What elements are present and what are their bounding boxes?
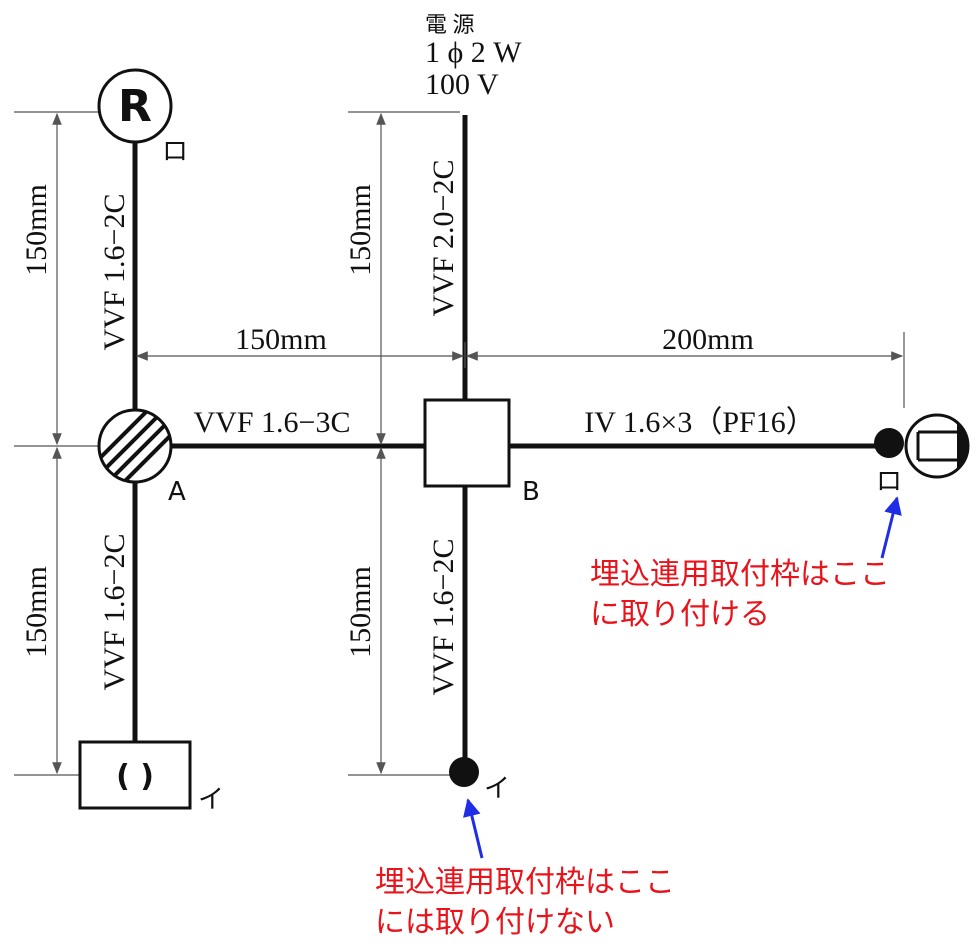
cable-label-b-to-source: VVF 2.0−2C	[427, 160, 460, 317]
power-source-voltage: 100 V	[425, 68, 499, 101]
junction-box-tag: B	[522, 477, 540, 507]
cable-label-b-to-ro: IV 1.6×3（PF16）	[584, 406, 815, 439]
switch-ro	[874, 428, 904, 458]
power-source-phase: 1 ϕ 2 W	[425, 36, 522, 69]
junction-box-b	[423, 398, 511, 488]
outlet-ro	[904, 413, 970, 479]
power-source-title: 電 源	[425, 12, 475, 37]
note-attach-line1: 埋込連用取付枠はここ	[590, 557, 890, 592]
outlet-ro-tag: ロ	[876, 467, 902, 496]
dim-label-left-lower: 150mm	[20, 566, 53, 658]
cable-label-b-to-i: VVF 1.6−2C	[427, 539, 460, 696]
switch-i	[449, 757, 479, 787]
dim-label-left-upper: 150mm	[20, 184, 53, 276]
cable-label-a-to-i: VVF 1.6−2C	[98, 534, 131, 691]
pull-switch-symbol: ( )	[116, 759, 154, 794]
annotation-attach-here: 埋込連用取付枠はここ に取り付ける	[590, 496, 902, 632]
pull-switch-tag: イ	[198, 785, 224, 814]
lamp-a	[97, 408, 173, 484]
dim-label-center-upper: 150mm	[344, 184, 377, 276]
receptacle-r: R	[97, 68, 173, 144]
receptacle-r-tag: ロ	[162, 137, 188, 166]
note-not-line2: には取り付けない	[375, 905, 615, 940]
lamp-a-tag: A	[168, 477, 186, 507]
pull-switch-i: ( )	[78, 740, 192, 810]
dim-label-center-lower: 150mm	[344, 566, 377, 658]
annotation-not-here: 埋込連用取付枠はここ には取り付けない	[375, 798, 675, 940]
receptacle-r-symbol: R	[118, 81, 152, 132]
annotation-arrow-not	[463, 798, 484, 859]
dimension-lines	[14, 111, 905, 776]
cable-label-a-to-r: VVF 1.6−2C	[98, 194, 131, 351]
note-attach-line2: に取り付ける	[590, 597, 770, 632]
dim-label-horizontal-left: 150mm	[235, 323, 327, 356]
cable-label-a-to-b: VVF 1.6−3C	[194, 406, 351, 439]
note-not-line1: 埋込連用取付枠はここ	[375, 865, 675, 900]
switch-i-tag: イ	[484, 774, 510, 803]
power-source-label: 電 源 1 ϕ 2 W 100 V	[425, 12, 522, 101]
dim-label-horizontal-right: 200mm	[662, 323, 754, 356]
annotation-arrow-attach	[880, 496, 902, 559]
